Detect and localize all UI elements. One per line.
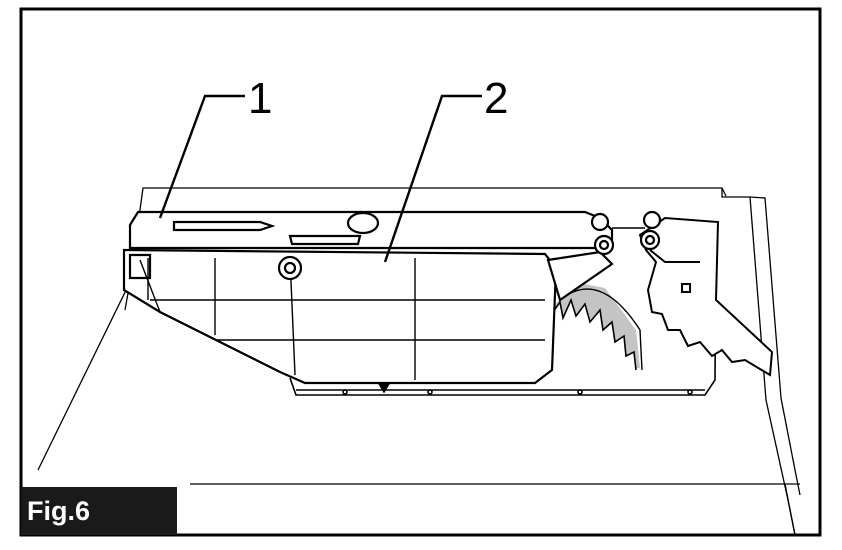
figure-label: Fig.6 [21, 487, 177, 535]
saw-blade [547, 282, 643, 374]
blade-guard [122, 210, 662, 385]
riving-knife [638, 216, 774, 377]
outer-border [19, 7, 822, 537]
callout-1-label: 1 [248, 74, 272, 123]
table-top [37, 187, 801, 536]
callout-2-label: 2 [484, 74, 508, 123]
callout-1-leader [158, 94, 245, 219]
callout-leaders [158, 94, 482, 263]
callout-2-leader [383, 94, 482, 263]
